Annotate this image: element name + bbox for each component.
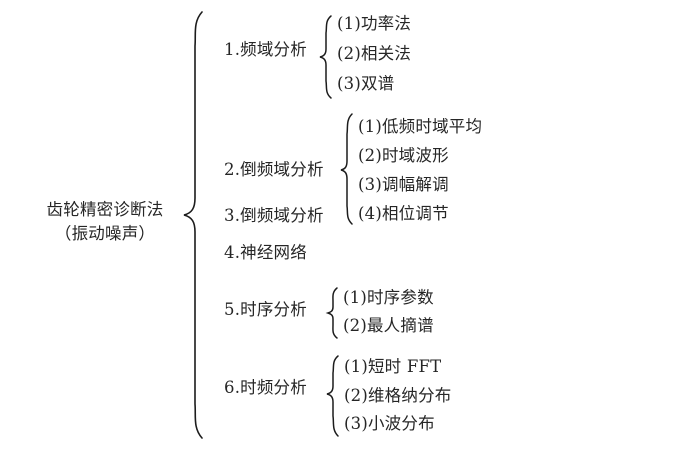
root-label-line2: （振动噪声） <box>54 223 156 243</box>
branch-label-4: 4.神经网络 <box>224 243 307 262</box>
leaf-5-2: (2)最人摘谱 <box>343 316 434 335</box>
leaf-1-2: (2)相关法 <box>337 44 412 63</box>
leaf-2-2: (2)时域波形 <box>358 146 449 165</box>
root-node-label: 齿轮精密诊断法 （振动噪声） <box>30 198 180 246</box>
leaf-2-1: (1)低频时域平均 <box>358 117 483 136</box>
branch-label-6: 6.时频分析 <box>224 378 307 397</box>
root-brace <box>183 11 203 439</box>
branch-6-brace <box>326 355 339 437</box>
leaf-6-2: (2)维格纳分布 <box>344 386 452 405</box>
branch-label-1: 1.频域分析 <box>224 40 307 59</box>
leaf-6-3: (3)小波分布 <box>344 414 435 433</box>
branch-label-2: 2.倒频域分析 <box>224 160 324 179</box>
branch-2-brace <box>340 113 353 225</box>
branch-5-brace <box>325 287 338 339</box>
branch-1-brace <box>319 15 332 99</box>
leaf-5-1: (1)时序参数 <box>343 288 434 307</box>
leaf-2-3: (3)调幅解调 <box>358 175 449 194</box>
leaf-6-1: (1)短时 FFT <box>344 357 442 376</box>
branch-label-5: 5.时序分析 <box>224 300 307 319</box>
leaf-2-4: (4)相位调节 <box>358 204 449 223</box>
leaf-1-1: (1)功率法 <box>337 14 412 33</box>
branch-label-3: 3.倒频域分析 <box>224 206 324 225</box>
root-label-line1: 齿轮精密诊断法 <box>46 200 164 219</box>
leaf-1-3: (3)双谱 <box>337 74 395 93</box>
